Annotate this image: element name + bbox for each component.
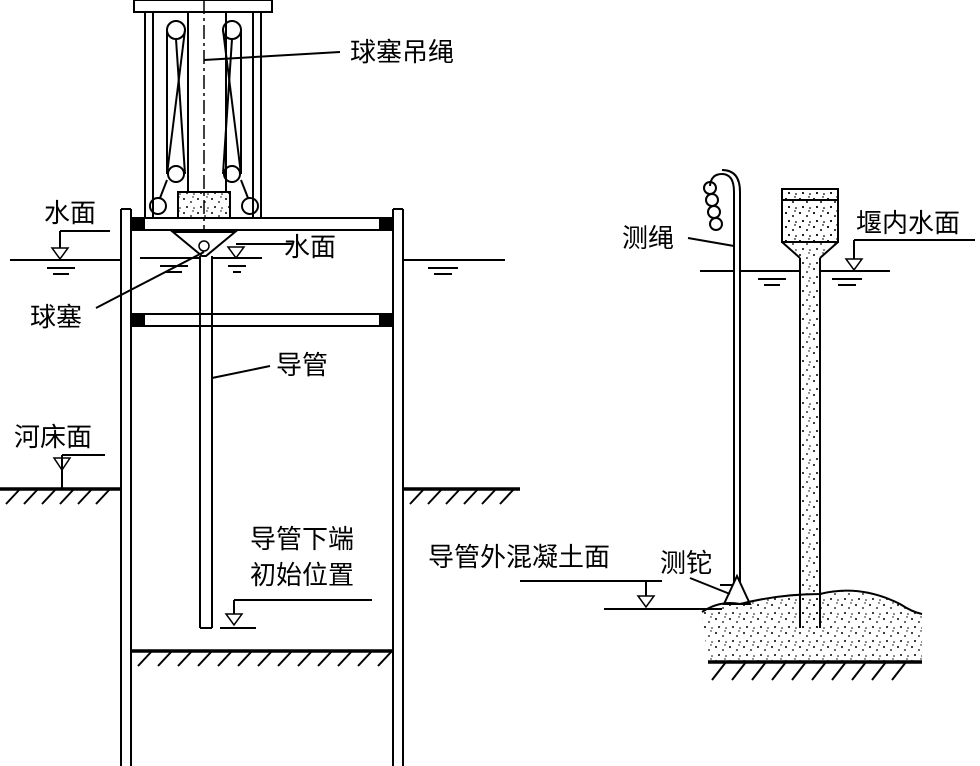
inner-water xyxy=(140,243,292,273)
pulley-system xyxy=(149,20,259,215)
cofferdam-bottom xyxy=(131,649,393,667)
pipe-bottom-marker xyxy=(220,599,372,629)
label-cofferdam-water-surface: 堰内水面 xyxy=(856,209,960,239)
label-water-surface-inner: 水面 xyxy=(284,233,336,263)
label-concrete-surface-outside: 导管外混凝土面 xyxy=(428,543,610,573)
left-cofferdam-group xyxy=(0,0,520,766)
label-ball-plug-rope: 球塞吊绳 xyxy=(350,38,454,68)
outer-water-left xyxy=(10,230,121,275)
label-sounding-rope: 测绳 xyxy=(622,224,674,254)
hoisting-frame xyxy=(133,0,273,255)
sounding-rope-shape xyxy=(703,169,741,586)
tremie-pipe-shape xyxy=(170,231,238,629)
label-pipe-bottom-line1: 导管下端 xyxy=(250,525,354,555)
middle-support-beam xyxy=(130,313,394,327)
cofferdam-right-wall xyxy=(392,208,404,766)
right-tremie-shape xyxy=(781,188,839,628)
outer-water-right xyxy=(403,259,505,275)
right-detail-group xyxy=(520,169,975,681)
riverbed-ground-left xyxy=(0,454,121,505)
label-ball-plug: 球塞 xyxy=(30,303,82,333)
leader-lines-right xyxy=(687,237,735,595)
top-support-beam xyxy=(130,217,394,231)
concrete-surface-marker xyxy=(520,580,722,610)
concrete-mound xyxy=(701,589,923,681)
concrete-box xyxy=(177,191,231,219)
sounding-weight-shape xyxy=(722,573,752,605)
label-riverbed-surface: 河床面 xyxy=(14,423,92,453)
riverbed-ground-right xyxy=(403,487,520,505)
label-pipe-bottom-line2: 初始位置 xyxy=(250,561,354,591)
label-water-surface-left: 水面 xyxy=(44,199,96,229)
ball-plug-shape xyxy=(198,240,210,252)
label-tremie-pipe: 导管 xyxy=(276,351,328,381)
label-sounding-weight: 测铊 xyxy=(660,549,712,579)
leader-lines-left xyxy=(95,51,341,379)
right-water xyxy=(700,239,975,286)
